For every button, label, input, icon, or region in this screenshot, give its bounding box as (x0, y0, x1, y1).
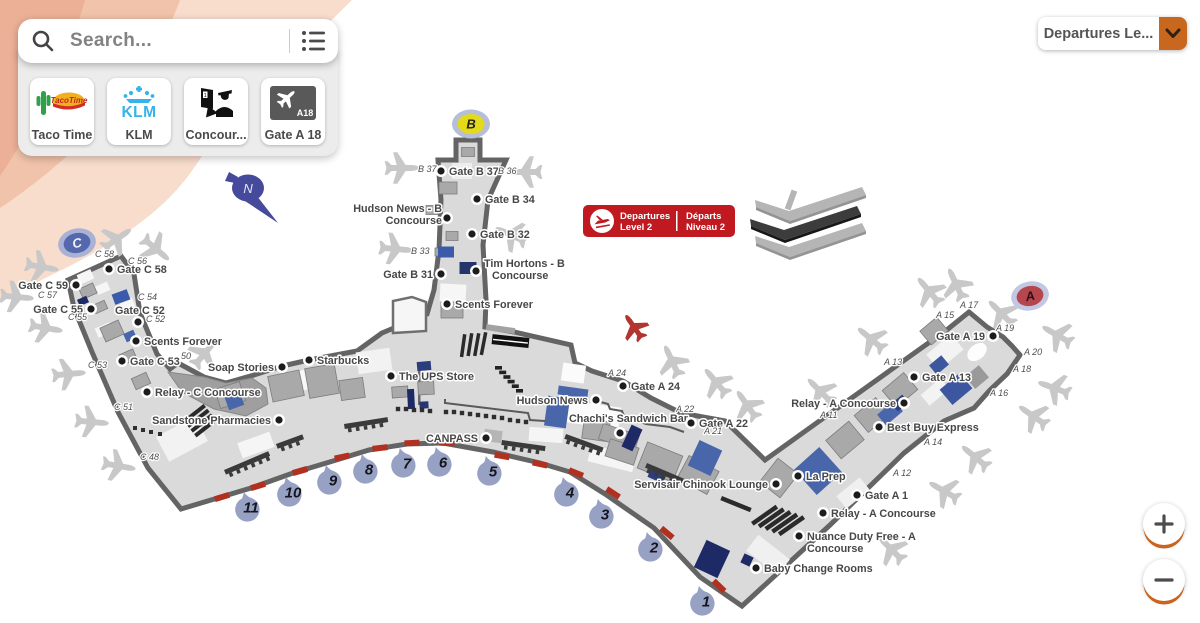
svg-text:5: 5 (489, 464, 498, 481)
svg-text:Gate C 53: Gate C 53 (130, 356, 180, 368)
svg-text:10: 10 (285, 485, 302, 502)
svg-text:C 48: C 48 (140, 452, 159, 462)
svg-text:Relay - A Concourse: Relay - A Concourse (831, 508, 936, 520)
svg-text:Gate C 52: Gate C 52 (115, 305, 165, 317)
svg-text:Gate A 22: Gate A 22 (699, 418, 748, 430)
svg-text:Gate C 58: Gate C 58 (117, 264, 167, 276)
svg-text:Best Buy Express: Best Buy Express (887, 422, 979, 434)
svg-text:2: 2 (649, 540, 659, 557)
svg-text:Gate B 37: Gate B 37 (449, 166, 499, 178)
svg-text:Relay - C Concourse: Relay - C Concourse (155, 387, 261, 399)
svg-text:11: 11 (243, 500, 259, 517)
svg-text:B 33: B 33 (411, 246, 430, 256)
svg-text:Soap Stories: Soap Stories (208, 362, 274, 374)
svg-text:A: A (1023, 288, 1036, 305)
svg-text:A 11: A 11 (819, 410, 838, 420)
svg-text:A 24: A 24 (607, 368, 626, 378)
svg-text:Gate B 31: Gate B 31 (383, 269, 433, 281)
svg-text:C 55: C 55 (68, 312, 88, 322)
svg-text:A 19: A 19 (995, 323, 1014, 333)
svg-text:The UPS Store: The UPS Store (399, 371, 474, 383)
svg-text:La Prep: La Prep (806, 471, 846, 483)
svg-text:6: 6 (439, 455, 448, 472)
svg-text:A18: A18 (297, 108, 314, 118)
svg-text:B: B (466, 117, 475, 132)
svg-text:A 14: A 14 (923, 437, 942, 447)
svg-text:CANPASS: CANPASS (426, 433, 478, 445)
svg-text:KLM: KLM (121, 104, 156, 120)
svg-text:A 17: A 17 (959, 300, 979, 310)
svg-text:Sandstone Pharmacies: Sandstone Pharmacies (152, 415, 271, 427)
svg-text:Gate C 59: Gate C 59 (18, 280, 68, 292)
svg-text:C 56: C 56 (128, 256, 147, 266)
svg-text:Gate A 19: Gate A 19 (936, 331, 985, 343)
svg-text:Chachi's Sandwich Bar: Chachi's Sandwich Bar (569, 413, 689, 425)
svg-text:Level 2: Level 2 (620, 222, 652, 233)
svg-text:1: 1 (702, 594, 710, 611)
svg-text:Niveau 2: Niveau 2 (686, 222, 725, 233)
svg-text:TacoTime: TacoTime (51, 96, 88, 105)
svg-text:Nuance Duty Free - A: Nuance Duty Free - A (807, 531, 916, 543)
svg-text:Scents Forever: Scents Forever (144, 336, 223, 348)
svg-text:C: C (71, 235, 84, 252)
svg-text:C 52: C 52 (146, 314, 165, 324)
svg-text:Gate A 13: Gate A 13 (922, 372, 971, 384)
svg-text:50: 50 (181, 351, 191, 361)
svg-text:Concourse: Concourse (492, 270, 548, 282)
svg-text:B 36: B 36 (498, 166, 517, 176)
svg-text:1: 1 (204, 93, 207, 99)
svg-text:Tim Hortons - B: Tim Hortons - B (484, 258, 565, 270)
svg-text:A 21: A 21 (703, 426, 722, 436)
svg-text:Scents Forever: Scents Forever (455, 299, 534, 311)
svg-text:C 54: C 54 (138, 292, 157, 302)
svg-text:A 15: A 15 (935, 310, 955, 320)
svg-text:A 18: A 18 (1012, 364, 1031, 374)
svg-text:Gate C 55: Gate C 55 (33, 304, 83, 316)
svg-text:Departures: Departures (620, 211, 670, 222)
svg-text:Hudson News - B: Hudson News - B (353, 203, 442, 215)
svg-text:3: 3 (601, 507, 610, 524)
svg-text:Relay - A Concourse: Relay - A Concourse (791, 398, 896, 410)
svg-text:A 22: A 22 (675, 404, 694, 414)
svg-text:Baby Change Rooms: Baby Change Rooms (764, 563, 873, 575)
svg-text:N: N (243, 181, 253, 196)
svg-text:C 51: C 51 (114, 402, 133, 412)
svg-text:Hudson News: Hudson News (517, 395, 588, 407)
svg-text:Concourse: Concourse (807, 543, 863, 555)
svg-text:C 57: C 57 (38, 290, 58, 300)
svg-text:A 16: A 16 (989, 388, 1008, 398)
svg-text:Gate B 34: Gate B 34 (485, 194, 535, 206)
svg-text:9: 9 (329, 473, 338, 490)
svg-text:C 53: C 53 (88, 360, 107, 370)
svg-text:A 13: A 13 (883, 357, 902, 367)
svg-text:Starbucks: Starbucks (317, 355, 369, 367)
svg-text:Départs: Départs (686, 211, 721, 222)
svg-text:4: 4 (565, 485, 575, 502)
svg-text:C 58: C 58 (95, 249, 114, 259)
svg-text:B 37: B 37 (418, 164, 438, 174)
svg-text:Gate A 1: Gate A 1 (865, 490, 908, 502)
svg-text:Gate A 24: Gate A 24 (631, 381, 680, 393)
svg-text:Gate B 32: Gate B 32 (480, 229, 530, 241)
svg-text:Concourse: Concourse (386, 215, 442, 227)
svg-text:A 12: A 12 (892, 468, 911, 478)
svg-text:Servisair Chinook Lounge: Servisair Chinook Lounge (634, 479, 768, 491)
svg-text:A 20: A 20 (1023, 347, 1042, 357)
svg-text:7: 7 (403, 456, 412, 473)
svg-text:8: 8 (365, 462, 374, 479)
